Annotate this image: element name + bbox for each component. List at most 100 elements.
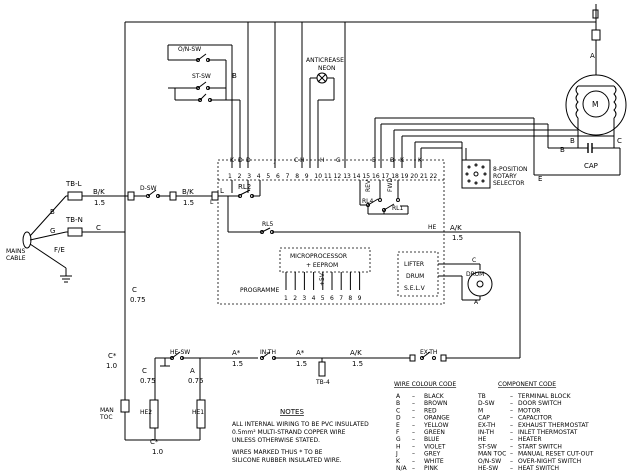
man-toc-label-2: TOC [99, 414, 113, 421]
rl2-label: RL2 [238, 183, 251, 191]
code-dash: – [510, 407, 513, 414]
component-code-title: COMPONENT CODE [498, 381, 556, 388]
terminal-number: 12 [334, 173, 342, 180]
wire-label: C [472, 257, 476, 264]
terminal-number: 22 [430, 173, 438, 180]
programme-pin: 5 [321, 295, 325, 302]
wire-label: A/K [450, 224, 462, 232]
wire-code-colour: WHITE [424, 458, 444, 465]
relay-rl4-rl1: REV FWD RL4 RL1 [359, 178, 409, 215]
terminal-number: 14 [353, 173, 361, 180]
wire-code-colour: YELLOW [423, 422, 449, 429]
wire-letter: J [273, 157, 276, 164]
terminal-number: 4 [257, 173, 261, 180]
code-dash: – [412, 443, 415, 450]
terminal-number: 19 [401, 173, 409, 180]
programme-pin: 6 [330, 295, 334, 302]
tb-l-block [67, 191, 83, 201]
code-dash: – [510, 451, 513, 458]
wire-code-letter: H [396, 443, 401, 450]
motor-assembly: A M B C CAP B E [534, 4, 627, 183]
programme-pin: 1 [284, 295, 288, 302]
tb-l-label: TB-L [65, 180, 82, 188]
mains-section: TB-L TB-N B/K 1.5 D-SW B/K 1.5 L C B G F… [6, 180, 228, 304]
wire-letter: B [390, 157, 394, 164]
terminal-number: 2 [238, 173, 242, 180]
wire-label: C* [108, 352, 117, 360]
terminal-number: 1 [228, 173, 232, 180]
wire-label: F/E [54, 246, 65, 254]
wire-code-letter: J [395, 451, 398, 458]
terminal-number: 7 [286, 173, 290, 180]
rl1-label: RL1 [392, 205, 404, 212]
top-harness: O/N-SW ST-SW B ANTICREASE NEON [124, 4, 614, 330]
heater-he1 [196, 399, 206, 429]
wire-code-colour: ORANGE [424, 415, 450, 422]
wire-label: C [96, 224, 101, 232]
he1-label: HE1 [192, 409, 204, 416]
rotary-selector [461, 159, 491, 189]
selv-label: S.E.L.V [404, 285, 426, 292]
code-dash: – [510, 415, 513, 422]
code-dash: – [412, 429, 415, 436]
wire-label: 1.5 [296, 360, 307, 368]
rev-label: REV [365, 179, 372, 192]
component-name: CAPACITOR [518, 415, 552, 422]
code-dash: – [412, 451, 415, 458]
fwd-label: FWD [387, 178, 394, 192]
wire-label: L [220, 187, 224, 195]
neon-label: NEON [318, 65, 336, 72]
programme-pin: 8 [348, 295, 352, 302]
tb-n-block [67, 227, 83, 237]
wire-code-letter: N/A [396, 465, 408, 472]
wire-label: A [590, 52, 595, 60]
component-name: HEATER [518, 436, 542, 443]
micro-label-1: MICROPROCESSOR [290, 253, 347, 260]
terminal-number: 8 [295, 173, 299, 180]
tb-n-label: TB-N [65, 216, 83, 224]
notes-line-1: ALL INTERNAL WIRING TO BE PVC INSULATED [232, 421, 369, 428]
component-name: START SWITCH [518, 443, 562, 450]
heater-section: C* 1.0 MAN TOC C* 1.0 HE-SW C 0.75 A 0.7… [99, 330, 520, 456]
terminal-number: 17 [382, 173, 390, 180]
wire-label: A [190, 367, 195, 375]
wire-label: B [560, 146, 565, 154]
terminal-number: 21 [420, 173, 428, 180]
wire-label: G [50, 227, 55, 235]
wire-code-colour: BLUE [424, 436, 440, 443]
relay-rl5: RL5 HE A/K 1.5 [227, 196, 521, 358]
component-code: TB [477, 393, 486, 400]
terminal-number: 18 [391, 173, 399, 180]
wire-code-letter: E [396, 422, 400, 429]
code-dash: – [510, 400, 513, 407]
terminal-number: 10 [314, 173, 322, 180]
wire-label: 1.5 [452, 234, 463, 242]
wire-code-letter: A [396, 393, 401, 400]
drum-label: DRUM [406, 273, 424, 280]
component-code: EX-TH [478, 422, 495, 429]
wire-letter: E [372, 157, 376, 164]
tb-4-block [318, 361, 326, 377]
wire-label: L [210, 199, 214, 206]
wire-letter: C [294, 157, 298, 164]
programme-pin: 3 [302, 295, 306, 302]
wire-code-letter: D [396, 415, 401, 422]
selector-label-2: ROTARY [493, 173, 517, 180]
cap-label: CAP [584, 162, 598, 170]
wire-label: A/K [350, 349, 362, 357]
component-code: MAN TOC [478, 451, 506, 458]
wire-letter: K [230, 157, 235, 164]
code-dash: – [412, 465, 415, 472]
wire-label: C [132, 286, 137, 294]
wire-code-colour: GREY [424, 451, 441, 458]
programme-pin: 4 [312, 295, 316, 302]
code-dash: – [510, 422, 513, 429]
component-code: CAP [478, 415, 490, 422]
wire-label: 1.5 [352, 360, 363, 368]
terminal-number: 15 [362, 173, 370, 180]
rl4-label: RL4 [362, 198, 374, 205]
wire-label: 1.5 [94, 199, 105, 207]
on-sw-label: O/N-SW [178, 46, 201, 53]
